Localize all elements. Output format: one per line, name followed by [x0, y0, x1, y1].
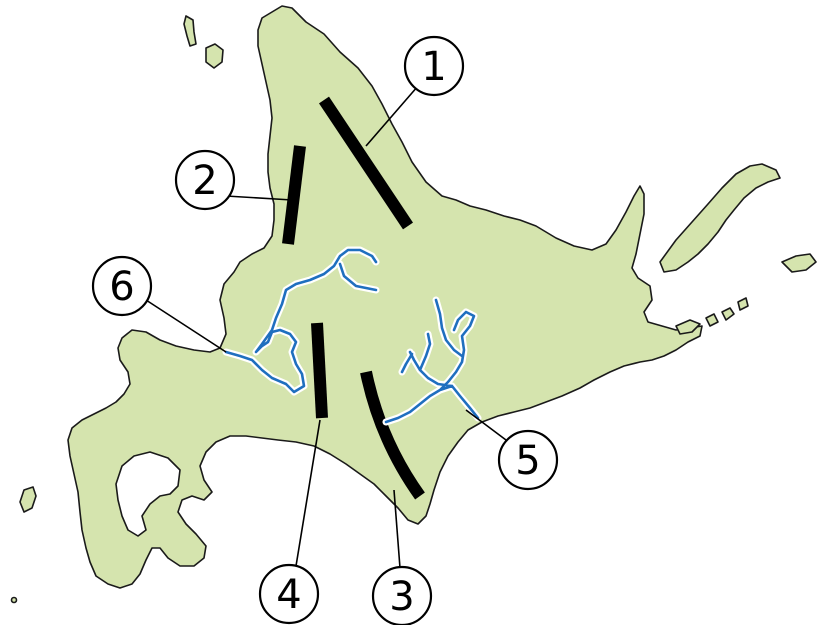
kunashiri-island — [659, 163, 781, 273]
badge-6-label: 6 — [109, 264, 134, 310]
leader-5 — [465, 409, 507, 441]
badge-3-circle — [371, 565, 433, 625]
badge-1-circle — [403, 35, 465, 97]
island-rishiri — [205, 43, 224, 69]
badge-4: 4 — [258, 563, 320, 625]
badge-4-circle — [258, 563, 320, 625]
ridge-3 — [360, 370, 425, 500]
island-rebun — [183, 15, 197, 47]
main-island — [67, 5, 703, 589]
ridge-2 — [282, 145, 306, 245]
habomai-islet-2 — [721, 307, 735, 321]
shikotan-island — [781, 253, 817, 273]
badge-3-label: 3 — [389, 574, 414, 620]
badge-4-label: 4 — [276, 572, 301, 618]
habomai-islet-3 — [737, 297, 749, 311]
leader-3 — [393, 489, 401, 569]
leader-4 — [295, 419, 321, 567]
badge-2-circle — [174, 149, 236, 211]
badge-5-circle — [497, 429, 559, 491]
leader-2 — [225, 195, 293, 201]
badge-5-label: 5 — [515, 438, 540, 484]
ridge-1 — [319, 96, 413, 230]
habomai-islet-1 — [705, 313, 719, 327]
ridge-4 — [311, 322, 328, 419]
badge-6: 6 — [91, 255, 153, 317]
habomai-islet-4 — [675, 319, 701, 335]
badge-2-label: 2 — [192, 158, 217, 204]
uchiura-bay — [115, 451, 181, 537]
badge-3: 3 — [371, 565, 433, 625]
river-tokachi — [384, 298, 480, 424]
leader-1 — [365, 85, 419, 147]
leader-6 — [145, 299, 227, 353]
tiny-islet — [10, 596, 18, 604]
badge-5: 5 — [497, 429, 559, 491]
badge-2: 2 — [174, 149, 236, 211]
island-okushiri — [19, 486, 37, 513]
badge-1-label: 1 — [421, 44, 446, 90]
badge-6-circle — [91, 255, 153, 317]
badge-1: 1 — [403, 35, 465, 97]
river-ishikari — [224, 248, 378, 394]
